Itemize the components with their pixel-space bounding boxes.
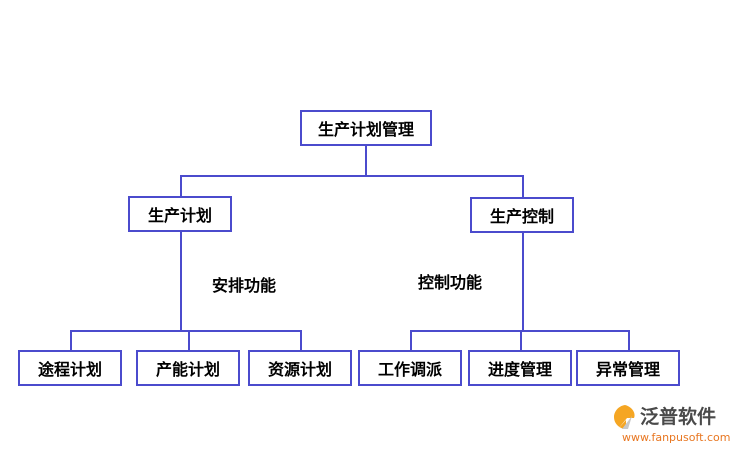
node-work-dispatch: 工作调派 bbox=[358, 350, 462, 386]
node-label: 生产计划 bbox=[147, 206, 212, 225]
node-label: 生产控制 bbox=[489, 207, 554, 226]
connector-drop-route-plan bbox=[70, 330, 72, 350]
connector-level2-horizontal bbox=[180, 175, 524, 177]
node-label: 途程计划 bbox=[37, 360, 102, 379]
connector-control-stem bbox=[522, 233, 524, 330]
connector-drop-production-control bbox=[522, 175, 524, 197]
watermark-brand-text: 泛普软件 bbox=[640, 406, 717, 428]
node-progress-management: 进度管理 bbox=[468, 350, 572, 386]
watermark: 泛普软件 www.fanpusoft.com bbox=[612, 404, 742, 444]
node-production-control: 生产控制 bbox=[470, 197, 574, 233]
node-label: 生产计划管理 bbox=[317, 120, 414, 139]
connector-drop-capacity-plan bbox=[188, 330, 190, 350]
watermark-url-text: www.fanpusoft.com bbox=[622, 431, 731, 444]
node-capacity-plan: 产能计划 bbox=[136, 350, 240, 386]
node-resource-plan: 资源计划 bbox=[248, 350, 352, 386]
edge-label-control-function: 控制功能 bbox=[418, 273, 483, 292]
node-label: 进度管理 bbox=[487, 360, 552, 379]
node-production-plan-management: 生产计划管理 bbox=[300, 110, 432, 146]
connector-drop-progress-management bbox=[520, 330, 522, 350]
node-production-plan: 生产计划 bbox=[128, 196, 232, 232]
connector-drop-exception-management bbox=[628, 330, 630, 350]
node-label: 异常管理 bbox=[595, 360, 660, 379]
node-label: 工作调派 bbox=[377, 360, 442, 379]
node-label: 资源计划 bbox=[267, 360, 332, 379]
connector-drop-production-plan bbox=[180, 175, 182, 196]
edge-label-arrange-function: 安排功能 bbox=[212, 276, 277, 295]
fanpu-logo-icon bbox=[614, 405, 635, 429]
connector-drop-resource-plan bbox=[300, 330, 302, 350]
connector-plan-horizontal bbox=[70, 330, 302, 332]
connector-root-stem bbox=[365, 146, 367, 175]
node-exception-management: 异常管理 bbox=[576, 350, 680, 386]
node-route-plan: 途程计划 bbox=[18, 350, 122, 386]
node-label: 产能计划 bbox=[155, 360, 220, 379]
connector-plan-stem bbox=[180, 232, 182, 330]
connector-drop-work-dispatch bbox=[410, 330, 412, 350]
